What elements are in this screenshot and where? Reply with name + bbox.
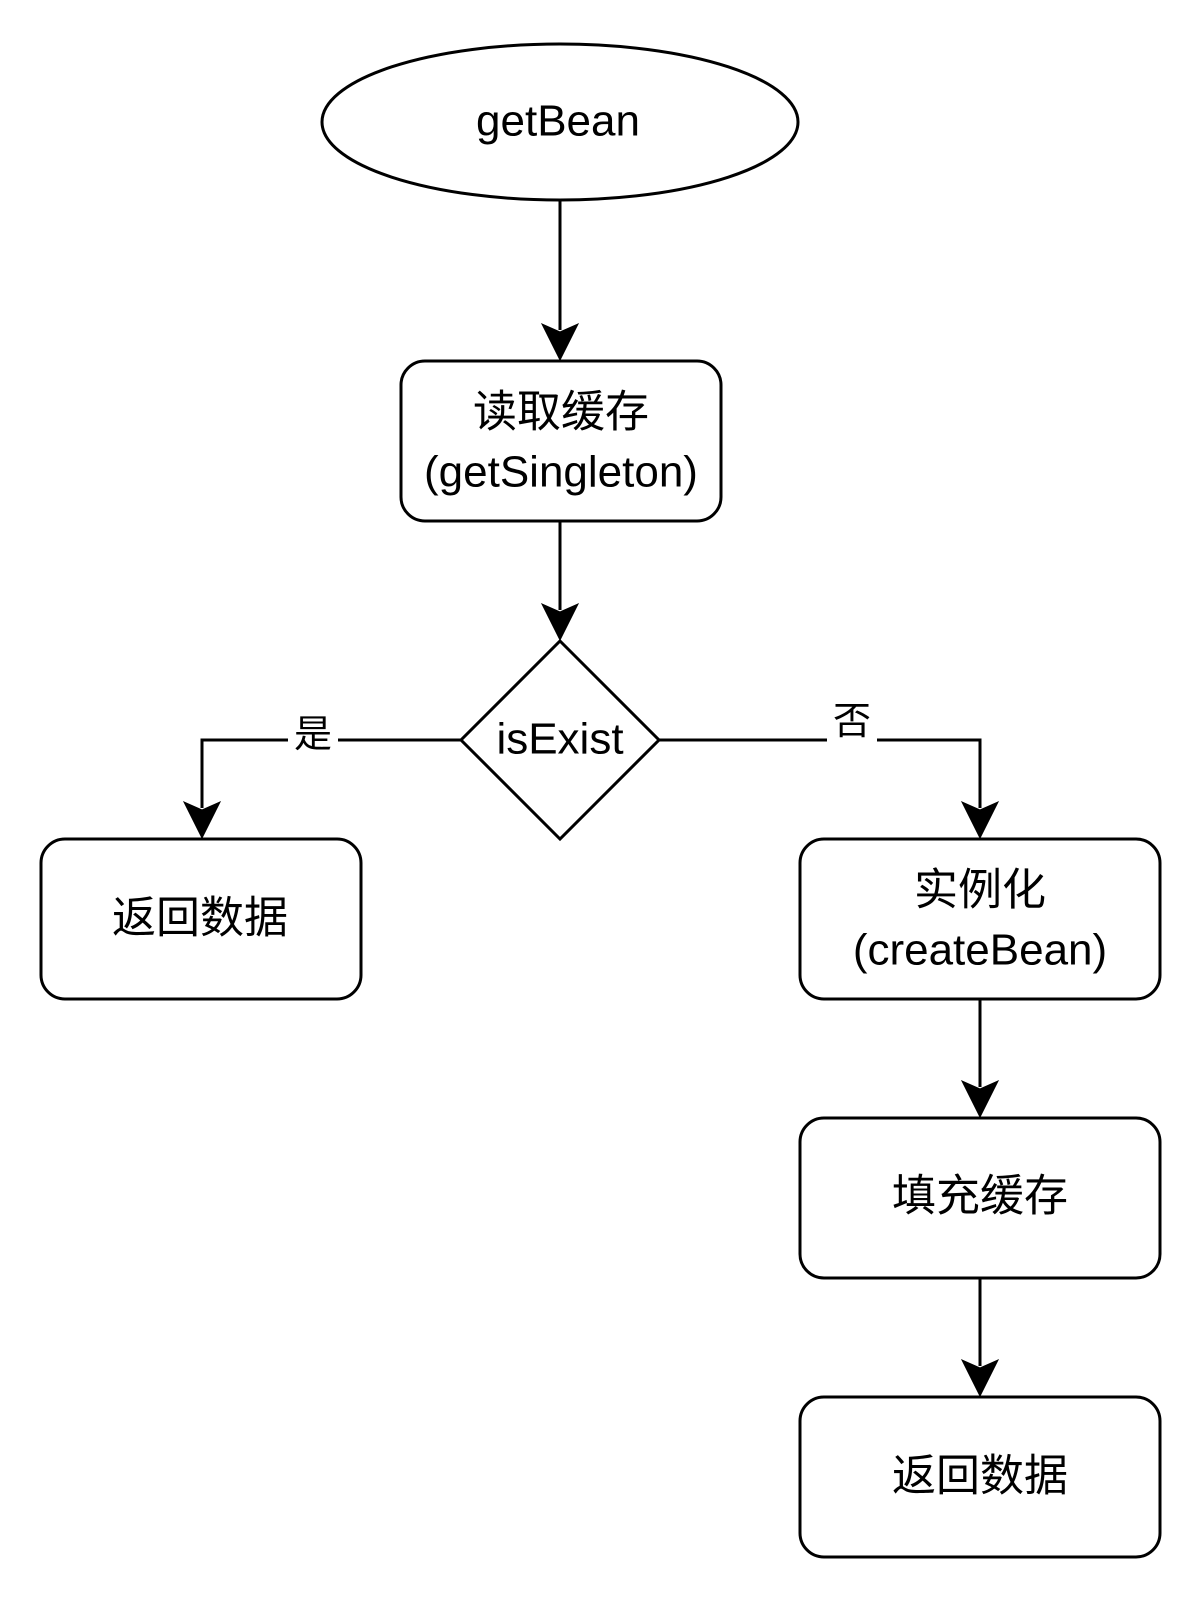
return-left-label: 返回数据 [112, 894, 288, 943]
arrowhead-decision [540, 602, 580, 642]
return-bottom-label: 返回数据 [892, 1452, 1068, 1501]
edge-decision-no [659, 738, 982, 808]
read-cache-node[interactable]: 读取缓存 (getSingleton) [399, 359, 723, 523]
decision-node[interactable]: isExist [458, 638, 662, 842]
fill-cache-label: 填充缓存 [892, 1172, 1068, 1221]
edge-label-no: 否 [833, 701, 871, 743]
arrowhead-fill-cache [960, 1079, 1000, 1119]
edge-label-yes: 是 [294, 714, 332, 756]
instantiate-label-line2: (createBean) [853, 926, 1107, 975]
decision-label: isExist [496, 715, 623, 764]
edges [182, 200, 1000, 1398]
arrowhead-read-cache [540, 322, 580, 362]
return-left-node[interactable]: 返回数据 [39, 837, 363, 1001]
start-node-label: getBean [476, 97, 640, 146]
read-cache-label-line2: (getSingleton) [424, 448, 698, 497]
instantiate-node[interactable]: 实例化 (createBean) [798, 837, 1162, 1001]
instantiate-label-line1: 实例化 [914, 866, 1046, 915]
start-node[interactable]: getBean [320, 42, 800, 202]
arrowhead-return-left [182, 800, 222, 840]
fill-cache-node[interactable]: 填充缓存 [798, 1116, 1162, 1280]
arrowhead-return-bottom [960, 1358, 1000, 1398]
arrowhead-instantiate [960, 800, 1000, 840]
edge-decision-yes [200, 738, 461, 808]
edge-label-no-group: 否 [827, 700, 877, 744]
return-bottom-node[interactable]: 返回数据 [798, 1395, 1162, 1559]
read-cache-label-line1: 读取缓存 [473, 388, 649, 437]
edge-label-yes-group: 是 [288, 714, 338, 762]
